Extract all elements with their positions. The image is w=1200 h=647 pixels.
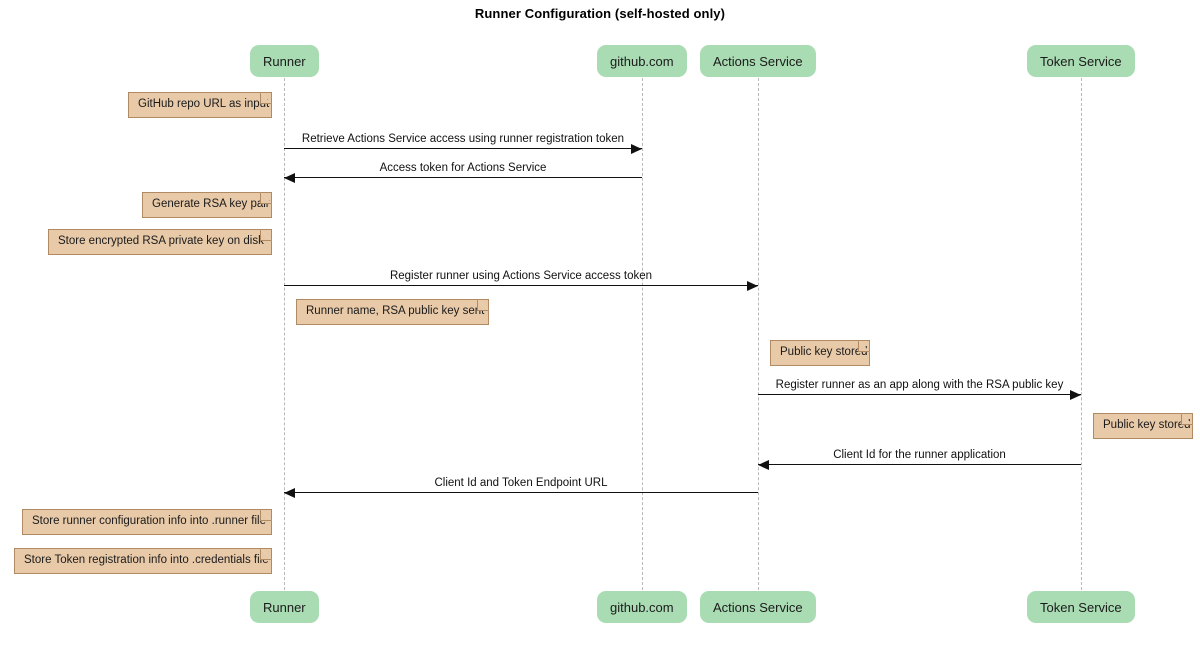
note-n2: Generate RSA key pair: [142, 192, 272, 218]
note-text: GitHub repo URL as input: [138, 98, 270, 111]
message-label-m4: Register runner as an app along with the…: [775, 379, 1064, 391]
note-text: Store encrypted RSA private key on disk: [58, 235, 264, 248]
lifeline-actions: [758, 78, 759, 590]
lifeline-runner: [284, 78, 285, 590]
note-n8: Store Token registration info into .cred…: [14, 548, 272, 574]
participant-runner-top[interactable]: Runner: [250, 45, 319, 77]
note-fold-corner-icon: [260, 229, 272, 241]
participant-label: Actions Service: [713, 53, 803, 69]
participant-label: Runner: [263, 599, 306, 615]
participant-label: Token Service: [1040, 599, 1122, 615]
message-label-m3: Register runner using Actions Service ac…: [389, 270, 653, 282]
note-n6: Public key stored: [1093, 413, 1193, 439]
message-arrowhead-m3: [747, 281, 758, 291]
message-arrowhead-m5: [758, 460, 769, 470]
participant-label: Runner: [263, 53, 306, 69]
participant-token-top[interactable]: Token Service: [1027, 45, 1135, 77]
message-arrowhead-m2: [284, 173, 295, 183]
note-text: Store Token registration info into .cred…: [24, 554, 269, 567]
lifeline-github: [642, 78, 643, 590]
message-label-m2: Access token for Actions Service: [379, 162, 547, 174]
participant-actions-bottom[interactable]: Actions Service: [700, 591, 816, 623]
message-label-m5: Client Id for the runner application: [833, 449, 1006, 461]
participant-label: Actions Service: [713, 599, 803, 615]
note-text: Generate RSA key pair: [152, 198, 270, 211]
lifeline-token: [1081, 78, 1082, 590]
message-arrowhead-m4: [1070, 390, 1081, 400]
note-fold-corner-icon: [260, 192, 272, 204]
note-text: Public key stored: [1103, 419, 1191, 432]
participant-runner-bottom[interactable]: Runner: [250, 591, 319, 623]
participant-token-bottom[interactable]: Token Service: [1027, 591, 1135, 623]
participant-label: github.com: [610, 53, 674, 69]
participant-github-top[interactable]: github.com: [597, 45, 687, 77]
note-text: Store runner configuration info into .ru…: [32, 515, 266, 528]
note-text: Runner name, RSA public key sent: [306, 305, 485, 318]
note-text: Public key stored: [780, 346, 868, 359]
message-arrowhead-m6: [284, 488, 295, 498]
note-n7: Store runner configuration info into .ru…: [22, 509, 272, 535]
note-n3: Store encrypted RSA private key on disk: [48, 229, 272, 255]
note-fold-corner-icon: [260, 548, 272, 560]
participant-label: Token Service: [1040, 53, 1122, 69]
participant-label: github.com: [610, 599, 674, 615]
message-line-m4: [758, 394, 1081, 395]
message-arrowhead-m1: [631, 144, 642, 154]
note-fold-corner-icon: [1181, 413, 1193, 425]
message-label-m6: Client Id and Token Endpoint URL: [434, 477, 608, 489]
message-label-m1: Retrieve Actions Service access using ru…: [301, 133, 625, 145]
message-line-m5: [758, 464, 1081, 465]
message-line-m6: [284, 492, 758, 493]
message-line-m1: [284, 148, 642, 149]
message-line-m3: [284, 285, 758, 286]
note-n5: Public key stored: [770, 340, 870, 366]
note-n1: GitHub repo URL as input: [128, 92, 272, 118]
participant-actions-top[interactable]: Actions Service: [700, 45, 816, 77]
note-fold-corner-icon: [858, 340, 870, 352]
participant-github-bottom[interactable]: github.com: [597, 591, 687, 623]
note-fold-corner-icon: [477, 299, 489, 311]
page-title: Runner Configuration (self-hosted only): [474, 6, 726, 21]
note-n4: Runner name, RSA public key sent: [296, 299, 489, 325]
note-fold-corner-icon: [260, 509, 272, 521]
note-fold-corner-icon: [260, 92, 272, 104]
message-line-m2: [284, 177, 642, 178]
